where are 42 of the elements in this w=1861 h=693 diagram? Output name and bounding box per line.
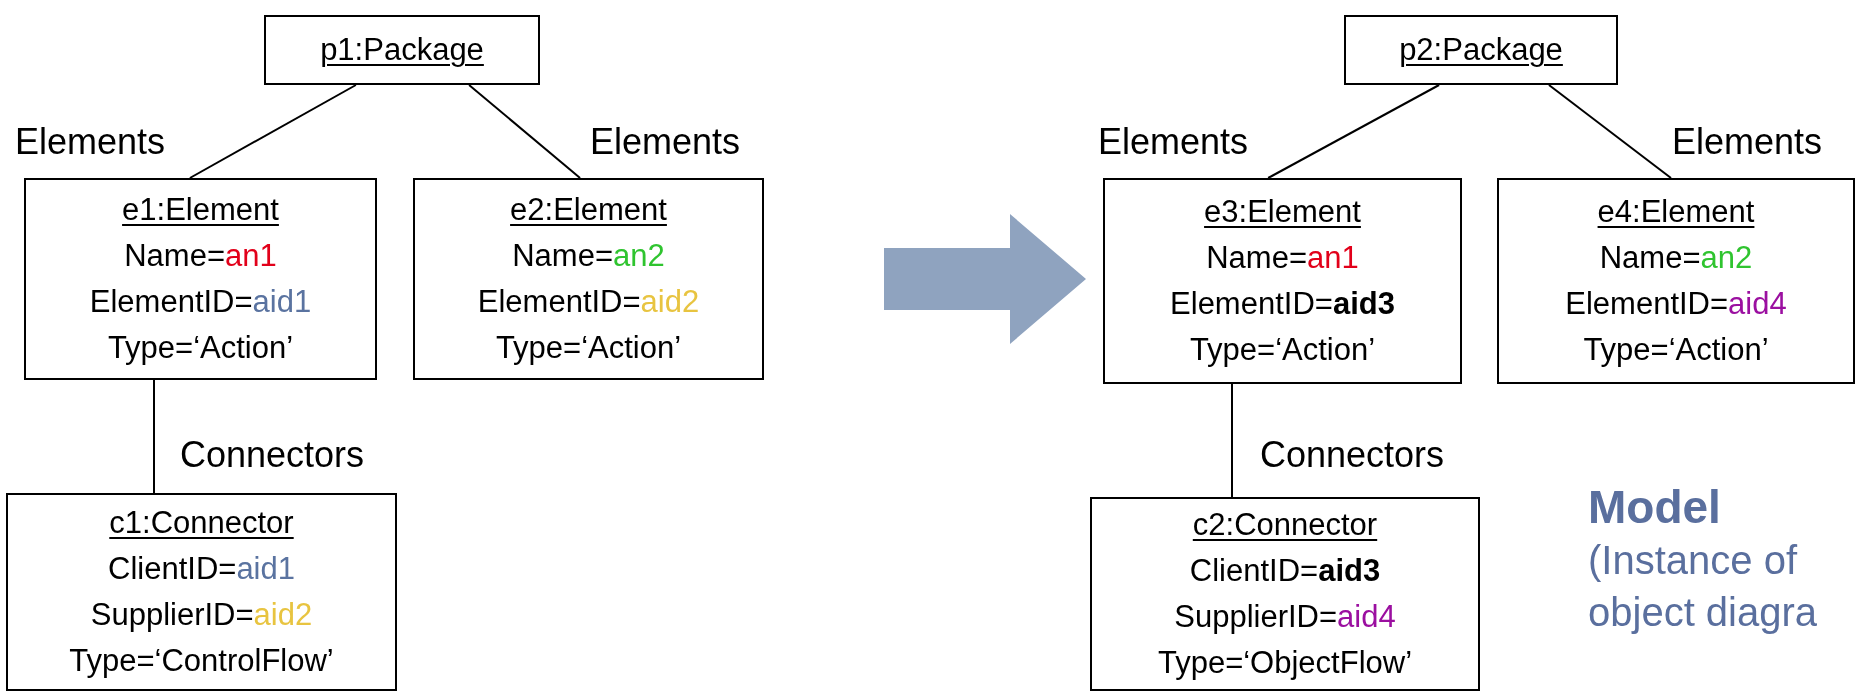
attribute-text: Type=‘Action’ (107, 329, 294, 367)
attribute-text: Name=an2 (512, 237, 665, 275)
attribute-text: Type=‘ObjectFlow’ (1157, 644, 1413, 682)
connector-line (1231, 383, 1233, 498)
connector-line (188, 84, 357, 179)
attribute-text: Name=an2 (1599, 239, 1753, 277)
attribute-text: SupplierID=aid2 (90, 596, 313, 634)
attribute-text: Type=‘ControlFlow’ (69, 642, 334, 680)
object-box (24, 178, 377, 380)
object-box (6, 493, 397, 691)
connector-line (1547, 84, 1672, 179)
object-box (264, 15, 540, 85)
object-box (1497, 178, 1855, 384)
attribute-text: Name=an1 (1206, 239, 1359, 277)
object-name: e2:Element (510, 191, 667, 229)
connector-line (153, 379, 155, 494)
attribute-text: Name=an1 (124, 237, 277, 275)
object-name: e3:Element (1204, 193, 1361, 231)
object-box (1090, 497, 1480, 691)
attribute-text: Type=‘Action’ (495, 329, 682, 367)
attribute-text: Type=‘Action’ (1189, 331, 1376, 369)
attribute-text: ElementID=aid3 (1170, 285, 1395, 323)
object-box (1103, 178, 1462, 384)
object-name: c1:Connector (109, 504, 294, 542)
object-name: e1:Element (122, 191, 279, 229)
connector-line (468, 84, 582, 179)
model-subtitle: (Instance of object diagra (1588, 537, 1819, 636)
attribute-text: SupplierID=aid4 (1174, 598, 1396, 636)
object-name: p1:Package (320, 31, 484, 69)
model-heading: Model (1588, 480, 1722, 534)
attribute-text: ElementID=aid2 (477, 283, 700, 321)
object-name: e4:Element (1597, 193, 1755, 231)
attribute-text: ElementID=aid1 (89, 283, 312, 321)
attribute-text: ClientID=aid3 (1189, 552, 1381, 590)
object-name: p2:Package (1399, 31, 1563, 69)
attribute-text: ElementID=aid4 (1565, 285, 1787, 323)
object-box (1344, 15, 1618, 85)
connector-line (1267, 84, 1441, 179)
object-box (413, 178, 764, 380)
object-name: c2:Connector (1192, 506, 1378, 544)
attribute-text: ClientID=aid1 (108, 550, 295, 588)
attribute-text: Type=‘Action’ (1583, 331, 1769, 369)
